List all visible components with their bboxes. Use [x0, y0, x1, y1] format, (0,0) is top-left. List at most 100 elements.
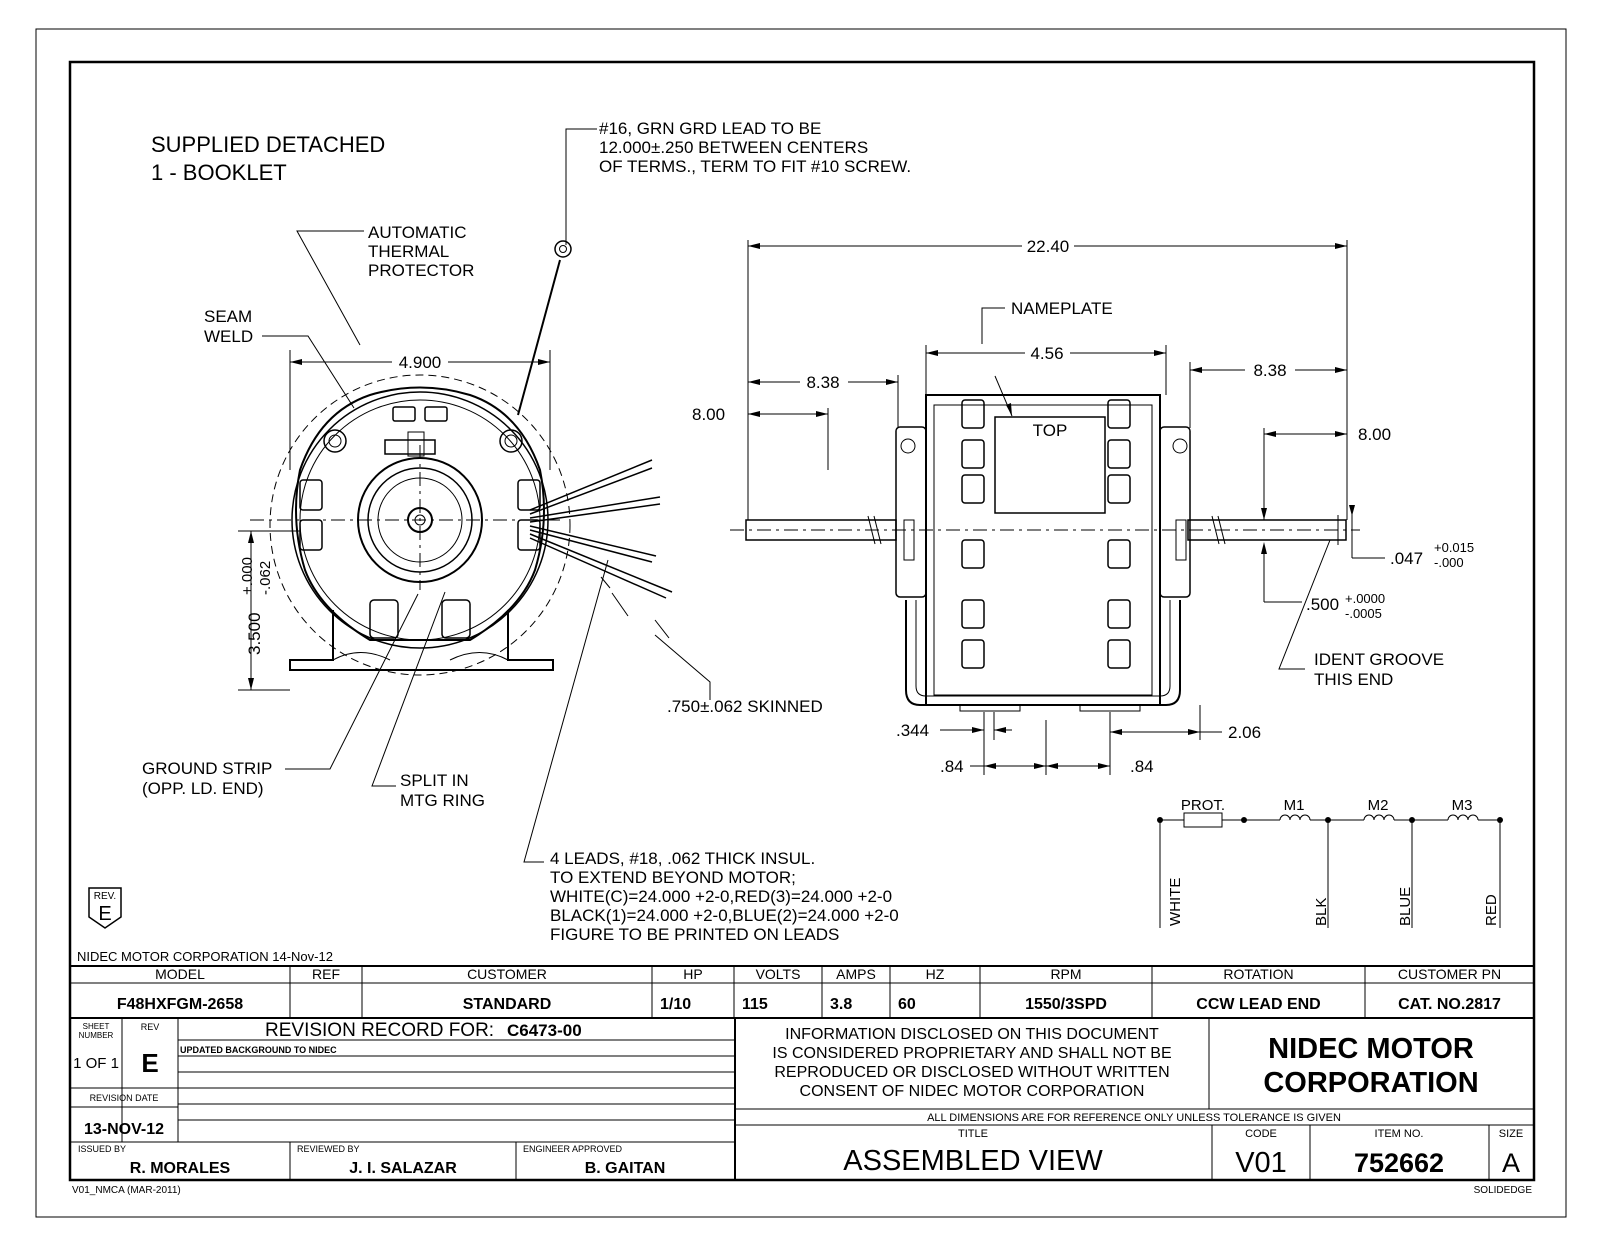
svg-text:RED: RED [1483, 894, 1500, 926]
dim-body-width: 4.56 [925, 344, 1167, 395]
svg-text:C6473-00: C6473-00 [507, 1021, 582, 1040]
svg-text:ALL DIMENSIONS ARE FOR REFEREN: ALL DIMENSIONS ARE FOR REFERENCE ONLY UN… [927, 1112, 1341, 1124]
supplied-note-1: SUPPLIED DETACHED [151, 132, 385, 157]
svg-text:REVIEWED BY: REVIEWED BY [297, 1144, 360, 1154]
dim-shaft-diameter: .500 +.0000 -.0005 [1261, 542, 1385, 621]
page-border [35, 28, 1567, 1218]
dim-shaft-left: 8.38 [748, 373, 899, 428]
company-date-stamp: NIDEC MOTOR CORPORATION 14-Nov-12 [77, 949, 333, 964]
svg-text:GROUND STRIP: GROUND STRIP [142, 759, 272, 778]
svg-text:12.000±.250 BETWEEN CENTERS: 12.000±.250 BETWEEN CENTERS [599, 138, 868, 157]
svg-text:SPLIT IN: SPLIT IN [400, 771, 469, 790]
svg-text:NUMBER: NUMBER [79, 1031, 114, 1040]
svg-text:IS CONSIDERED PROPRIETARY AND: IS CONSIDERED PROPRIETARY AND SHALL NOT … [772, 1045, 1171, 1062]
svg-text:1 OF 1: 1 OF 1 [73, 1055, 119, 1072]
spec-value-9: CAT. NO.2817 [1398, 996, 1501, 1013]
svg-text:IDENT GROOVE: IDENT GROOVE [1314, 650, 1444, 669]
svg-text:FIGURE TO BE PRINTED ON LEADS: FIGURE TO BE PRINTED ON LEADS [550, 925, 839, 944]
svg-text:NIDEC MOTOR: NIDEC MOTOR [1268, 1033, 1474, 1065]
seam-weld-note: SEAM WELD [204, 307, 355, 409]
rev-badge: REV. E [88, 887, 122, 929]
dim-flat-depth: .047 +0.015 -.000 [1349, 505, 1474, 570]
svg-text:OF TERMS., TERM TO FIT #10 SCR: OF TERMS., TERM TO FIT #10 SCREW. [599, 157, 911, 176]
svg-text:V01: V01 [1235, 1147, 1287, 1179]
svg-text:E: E [98, 903, 111, 925]
supplied-note-2: 1 - BOOKLET [151, 160, 287, 185]
svg-text:22.40: 22.40 [1027, 237, 1070, 256]
svg-text:WHITE: WHITE [1167, 878, 1184, 926]
svg-text:NAMEPLATE: NAMEPLATE [1011, 299, 1113, 318]
svg-text:CODE: CODE [1245, 1128, 1277, 1140]
dim-overall-length: 22.40 [747, 237, 1348, 520]
svg-text:.84: .84 [1130, 757, 1154, 776]
spec-value-4: 115 [742, 996, 768, 1013]
svg-text:+0.015: +0.015 [1434, 540, 1474, 555]
spec-header-6: HZ [926, 966, 945, 982]
nameplate-top-label: TOP [1033, 421, 1068, 440]
svg-text:THIS END: THIS END [1314, 670, 1393, 689]
svg-text:+.000: +.000 [239, 557, 256, 595]
svg-text:13-NOV-12: 13-NOV-12 [84, 1121, 164, 1138]
dim-height: 3.500 +.000 -.062 [238, 530, 300, 691]
skinned-note: .750±.062 SKINNED [667, 697, 823, 716]
svg-text:J. I. SALAZAR: J. I. SALAZAR [349, 1160, 457, 1177]
svg-text:CORPORATION: CORPORATION [1263, 1067, 1478, 1099]
svg-text:REPRODUCED OR DISCLOSED WITHOU: REPRODUCED OR DISCLOSED WITHOUT WRITTEN [774, 1064, 1169, 1081]
spec-value-7: 1550/3SPD [1025, 996, 1107, 1013]
spec-header-3: HP [683, 966, 702, 982]
svg-text:THERMAL: THERMAL [368, 242, 449, 261]
svg-text:8.00: 8.00 [1358, 425, 1391, 444]
svg-text:-.000: -.000 [1434, 555, 1464, 570]
svg-text:MTG RING: MTG RING [400, 791, 485, 810]
svg-text:REVISION DATE: REVISION DATE [90, 1093, 159, 1103]
dim-label: 4.900 [399, 353, 442, 372]
svg-text:3.500: 3.500 [245, 612, 264, 655]
svg-text:.047: .047 [1390, 549, 1423, 568]
cad-software: SOLIDEDGE [1474, 1185, 1533, 1196]
spec-header-1: REF [312, 966, 340, 982]
svg-text:ITEM NO.: ITEM NO. [1375, 1128, 1424, 1140]
svg-text:R. MORALES: R. MORALES [130, 1160, 231, 1177]
leads-note: 4 LEADS, #18, .062 THICK INSUL. TO EXTEN… [523, 559, 899, 944]
dim-base-right: 2.06 [1109, 705, 1261, 742]
svg-text:WHITE(C)=24.000 +2-0,RED(3)=24: WHITE(C)=24.000 +2-0,RED(3)=24.000 +2-0 [550, 887, 892, 906]
spec-header-7: RPM [1050, 966, 1081, 982]
svg-text:ISSUED BY: ISSUED BY [78, 1144, 126, 1154]
form-id: V01_NMCA (MAR-2011) [72, 1185, 181, 1196]
end-view-drawing [250, 240, 711, 700]
svg-text:REV: REV [141, 1022, 160, 1032]
svg-text:PROT.: PROT. [1181, 797, 1225, 814]
split-ring-note: SPLIT IN MTG RING [371, 591, 485, 810]
side-view-drawing [730, 394, 1360, 712]
svg-text:#16, GRN GRD LEAD TO BE: #16, GRN GRD LEAD TO BE [599, 119, 821, 138]
svg-text:B. GAITAN: B. GAITAN [585, 1160, 666, 1177]
svg-text:-.062: -.062 [257, 561, 274, 595]
svg-text:-.0005: -.0005 [1345, 606, 1382, 621]
svg-text:REV.: REV. [94, 891, 116, 902]
spec-value-5: 3.8 [830, 996, 852, 1013]
spec-value-0: F48HXFGM-2658 [117, 996, 243, 1013]
svg-text:752662: 752662 [1354, 1148, 1444, 1178]
title-block: SHEET NUMBER 1 OF 1 REV E REVISION DATE … [70, 1018, 1534, 1180]
svg-text:UPDATED BACKGROUND TO NIDEC: UPDATED BACKGROUND TO NIDEC [180, 1045, 337, 1055]
dim-shaft-right: 8.38 [1189, 361, 1347, 428]
svg-text:4.56: 4.56 [1030, 344, 1063, 363]
svg-text:SHEET: SHEET [83, 1022, 110, 1031]
svg-text:.500: .500 [1306, 595, 1339, 614]
spec-header-8: ROTATION [1223, 966, 1293, 982]
svg-text:8.00: 8.00 [692, 405, 725, 424]
svg-text:AUTOMATIC: AUTOMATIC [368, 223, 467, 242]
svg-text:TO EXTEND BEYOND MOTOR;: TO EXTEND BEYOND MOTOR; [550, 868, 796, 887]
dim-flat-left: 8.00 [692, 405, 829, 470]
svg-text:M1: M1 [1284, 797, 1305, 814]
svg-text:M2: M2 [1368, 797, 1389, 814]
spec-header-4: VOLTS [756, 966, 801, 982]
svg-text:(OPP. LD. END): (OPP. LD. END) [142, 779, 264, 798]
svg-text:M3: M3 [1452, 797, 1473, 814]
dim-slot: .344 [896, 712, 1012, 740]
spec-value-6: 60 [898, 996, 916, 1013]
spec-value-3: 1/10 [660, 996, 691, 1013]
svg-text:8.38: 8.38 [806, 373, 839, 392]
